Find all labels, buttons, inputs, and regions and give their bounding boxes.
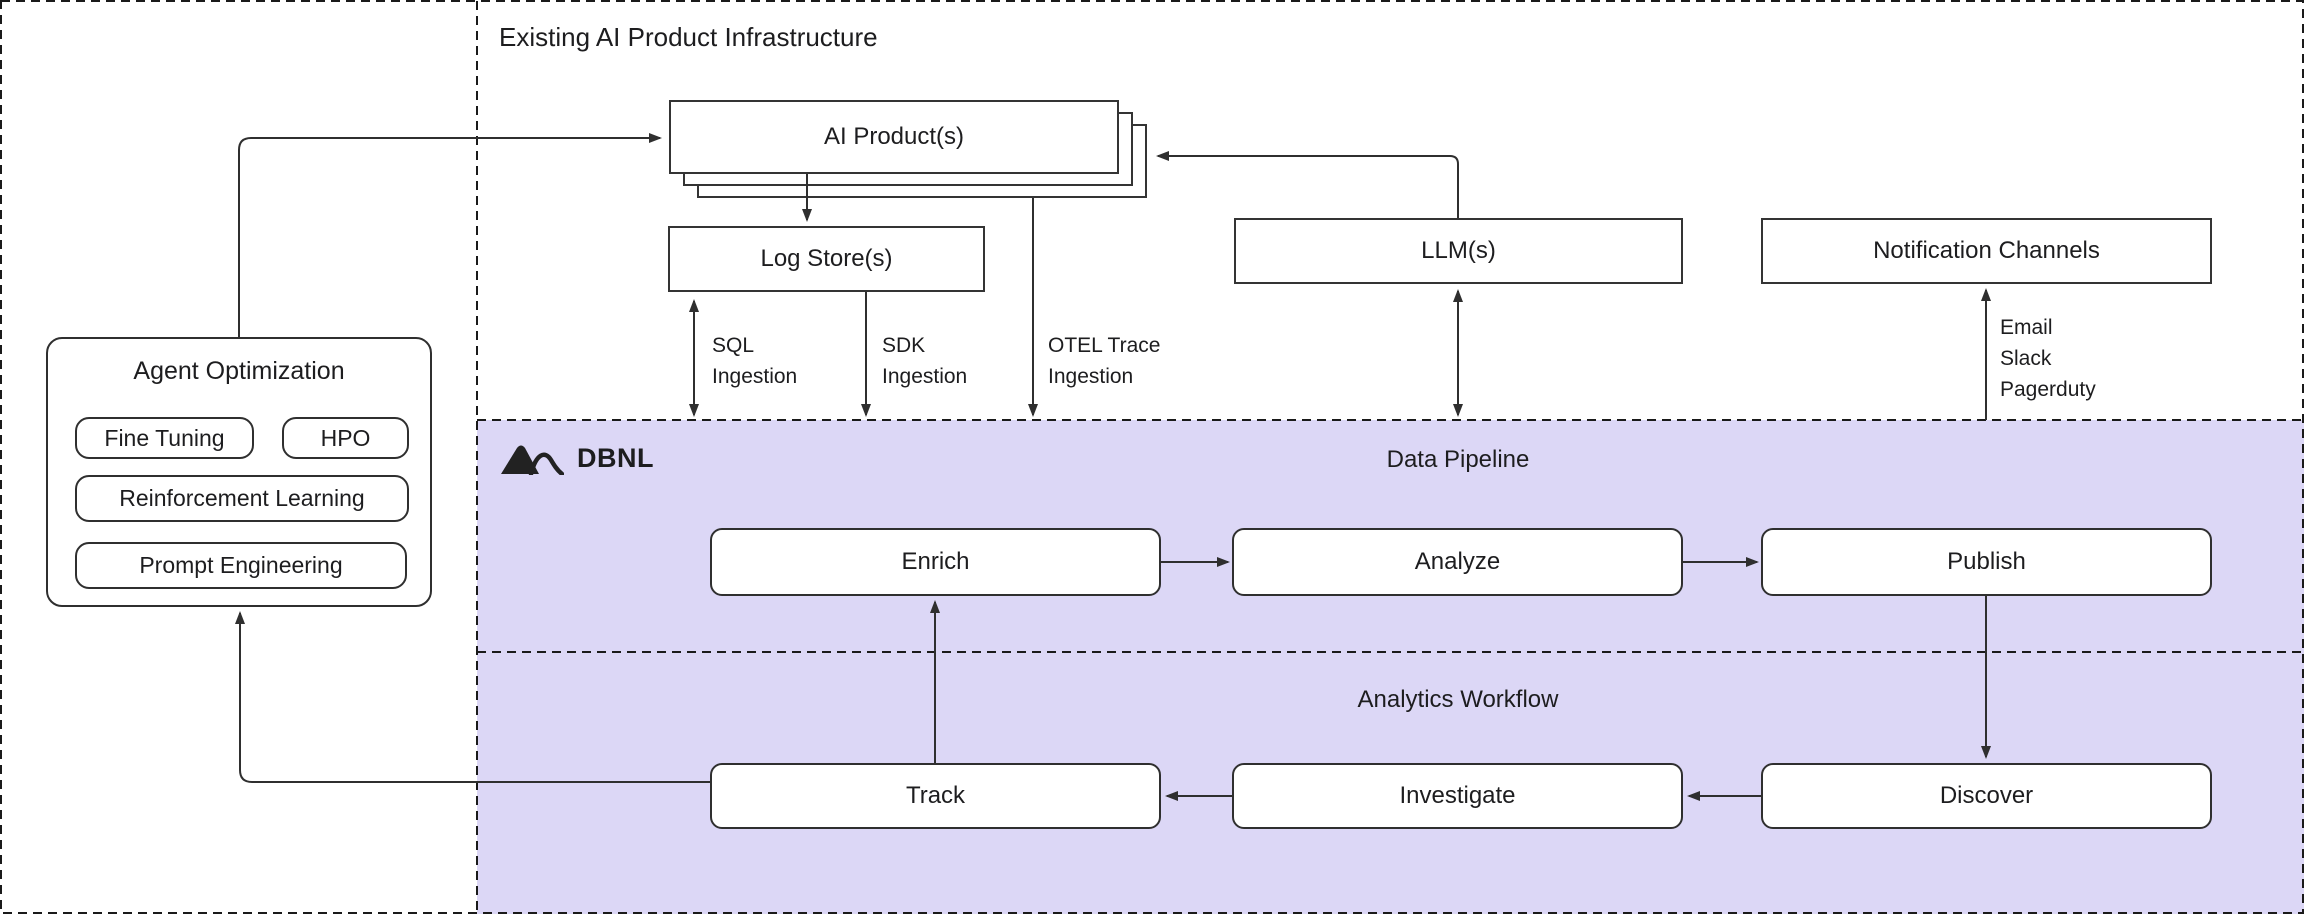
existing-infrastructure-title: Existing AI Product Infrastructure [499, 22, 878, 52]
edge-label-sdk-ingestion: SDK Ingestion [882, 330, 967, 392]
agent-optimization-title: Agent Optimization [133, 357, 345, 385]
edge-label-notification-pagerduty: Pagerduty [2000, 378, 2096, 401]
dbnl-brand: DBNL [500, 438, 654, 478]
node-publish: Publish [1761, 528, 2212, 596]
node-log-stores-label: Log Store(s) [760, 245, 893, 272]
node-analyze: Analyze [1232, 528, 1683, 596]
node-track-label: Track [905, 782, 966, 809]
pill-prompt-engineering: Prompt Engineering [75, 542, 407, 589]
node-investigate-label: Investigate [1399, 782, 1516, 809]
group-agent-optimization: Agent Optimization Fine Tuning HPO Reinf… [46, 337, 432, 607]
dbnl-region-background [477, 420, 2304, 914]
pill-prompt-engineering-label: Prompt Engineering [139, 552, 343, 578]
arrow-agent-optimization-to-ai-products [238, 133, 662, 337]
node-discover: Discover [1761, 763, 2212, 829]
node-analyze-label: Analyze [1414, 548, 1501, 575]
node-llms: LLM(s) [1234, 218, 1683, 284]
node-enrich-label: Enrich [901, 548, 970, 575]
node-log-stores: Log Store(s) [668, 226, 985, 292]
node-investigate: Investigate [1232, 763, 1683, 829]
pill-hpo-label: HPO [320, 424, 371, 451]
node-publish-label: Publish [1947, 548, 2026, 575]
data-pipeline-title: Data Pipeline [1386, 446, 1530, 473]
node-enrich: Enrich [710, 528, 1161, 596]
edge-label-sdk-line1: SDK [882, 334, 926, 357]
node-track: Track [710, 763, 1161, 829]
edge-label-notification-channels: Email Slack Pagerduty [2000, 312, 2096, 405]
dbnl-brand-label: DBNL [577, 442, 654, 473]
node-ai-products-label: AI Product(s) [823, 123, 965, 150]
pill-reinforcement-learning-label: Reinforcement Learning [119, 485, 365, 511]
pill-reinforcement-learning: Reinforcement Learning [75, 475, 409, 522]
edge-label-sql-line2: Ingestion [712, 365, 798, 388]
edge-label-notification-email: Email [2000, 316, 2053, 339]
pill-fine-tuning: Fine Tuning [75, 417, 254, 459]
edge-label-otel-ingestion: OTEL Trace Ingestion [1048, 330, 1160, 392]
node-llms-label: LLM(s) [1421, 237, 1496, 264]
edge-label-notification-slack: Slack [2000, 347, 2052, 370]
node-notification-channels-label: Notification Channels [1873, 237, 2100, 264]
arrow-llms-to-ai-products [1156, 151, 1459, 218]
edge-label-otel-line2: Ingestion [1048, 365, 1134, 388]
pill-hpo: HPO [282, 417, 409, 459]
dbnl-mountains-icon [500, 441, 564, 475]
node-notification-channels: Notification Channels [1761, 218, 2212, 284]
node-ai-products: AI Product(s) [669, 100, 1119, 174]
edge-label-sql-ingestion: SQL Ingestion [712, 330, 797, 392]
pill-fine-tuning-label: Fine Tuning [104, 424, 225, 451]
node-discover-label: Discover [1939, 782, 2034, 809]
edge-label-otel-line1: OTEL Trace [1048, 334, 1161, 357]
analytics-workflow-title: Analytics Workflow [1357, 686, 1559, 713]
edge-label-sql-line1: SQL [712, 334, 755, 357]
edge-label-sdk-line2: Ingestion [882, 365, 968, 388]
